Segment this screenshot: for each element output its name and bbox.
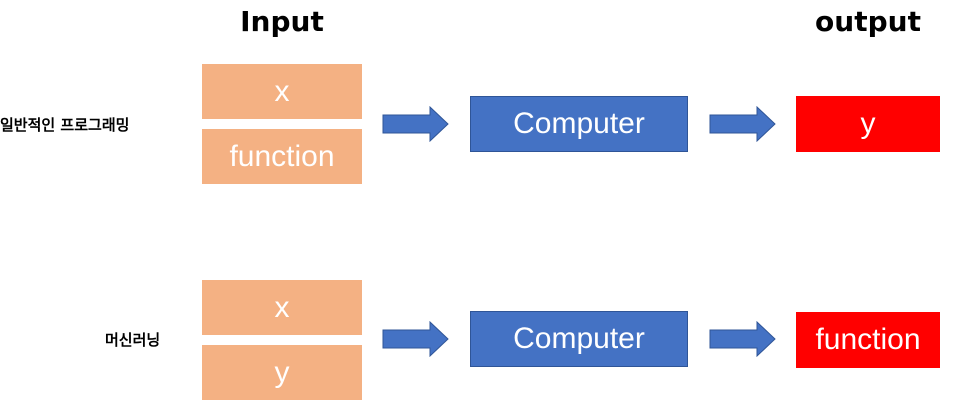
row-label: 머신러닝 [105, 331, 161, 349]
input-header: Input [240, 5, 324, 38]
output-box-function: function [796, 312, 940, 368]
input-box-x: x [202, 64, 362, 119]
output-box-y: y [796, 96, 940, 152]
arrow-to-output [709, 106, 776, 142]
computer-box: Computer [470, 311, 688, 367]
input-box-y: y [202, 345, 362, 400]
computer-box: Computer [470, 96, 688, 152]
arrow-to-output [709, 321, 776, 357]
input-box-function: function [202, 129, 362, 184]
arrow-to-computer [382, 321, 449, 357]
row-label: 일반적인 프로그래밍 [0, 116, 130, 134]
input-box-x: x [202, 280, 362, 335]
output-header: output [815, 5, 921, 38]
arrow-to-computer [382, 106, 449, 142]
